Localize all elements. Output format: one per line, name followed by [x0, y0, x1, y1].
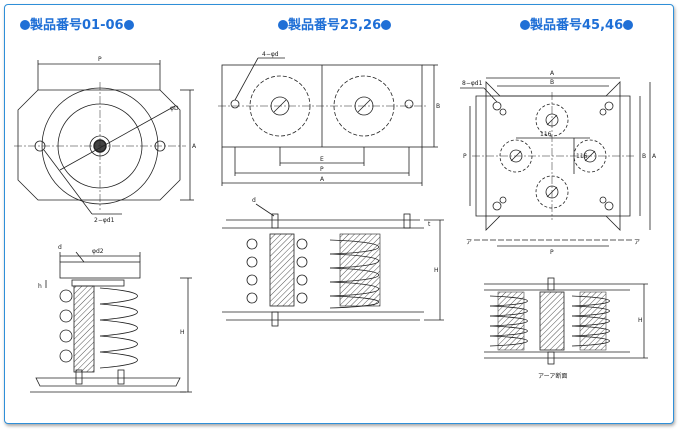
bullet-dot-icon [278, 20, 288, 30]
label-holes: 8−φd1 [462, 80, 483, 87]
label-section-left: ア [466, 239, 472, 246]
label-d: d [252, 197, 256, 204]
drawing1-side-view [30, 251, 192, 393]
label-116-top: 116 [540, 131, 552, 138]
product-title-45-46: 製品番号45,46 [520, 14, 634, 33]
bullet-dot-icon [381, 20, 392, 30]
label-A: A [320, 176, 325, 183]
bullet-dot-icon [520, 20, 530, 30]
label-116-side: 116 [576, 153, 588, 160]
title-text: 製品番号01-06 [30, 18, 124, 33]
drawing1-top-view [14, 60, 194, 215]
drawing3-top-view [460, 77, 651, 247]
label-B: B [550, 79, 554, 86]
label-A: A [550, 70, 555, 77]
label-phiD: φD [170, 105, 179, 112]
label-H: H [434, 267, 439, 274]
drawing2-top-view [218, 57, 438, 186]
label-A-right: A [652, 153, 657, 160]
label-H: H [638, 317, 643, 324]
label-holes: 4−φd [262, 51, 279, 58]
label-h: h [38, 283, 42, 290]
label-section-right: ア [634, 239, 640, 246]
label-H: H [180, 329, 185, 336]
label-P-bottom: P [550, 249, 554, 256]
label-P: P [98, 56, 102, 63]
label-B: B [436, 103, 440, 110]
title-text: 製品番号25,26 [288, 18, 382, 33]
bullet-dot-icon [20, 20, 30, 30]
title-text: 製品番号45,46 [530, 18, 624, 33]
product-title-25-26: 製品番号25,26 [278, 14, 392, 33]
label-B-right: B [642, 153, 646, 160]
label-t: t [428, 221, 431, 228]
label-P: P [320, 166, 324, 173]
label-P-left: P [463, 153, 467, 160]
label-phid2: φd2 [92, 248, 104, 255]
section-caption: アーア断面 [538, 372, 567, 380]
product-title-01-06: 製品番号01-06 [20, 14, 134, 33]
label-A: A [192, 143, 197, 150]
label-holes: 2−φd1 [94, 217, 115, 224]
bullet-dot-icon [623, 20, 634, 30]
bullet-dot-icon [123, 20, 134, 30]
label-E: E [320, 156, 324, 163]
drawing2-side-view [222, 203, 444, 327]
label-d: d [58, 244, 62, 251]
drawing3-section-view [484, 277, 648, 365]
